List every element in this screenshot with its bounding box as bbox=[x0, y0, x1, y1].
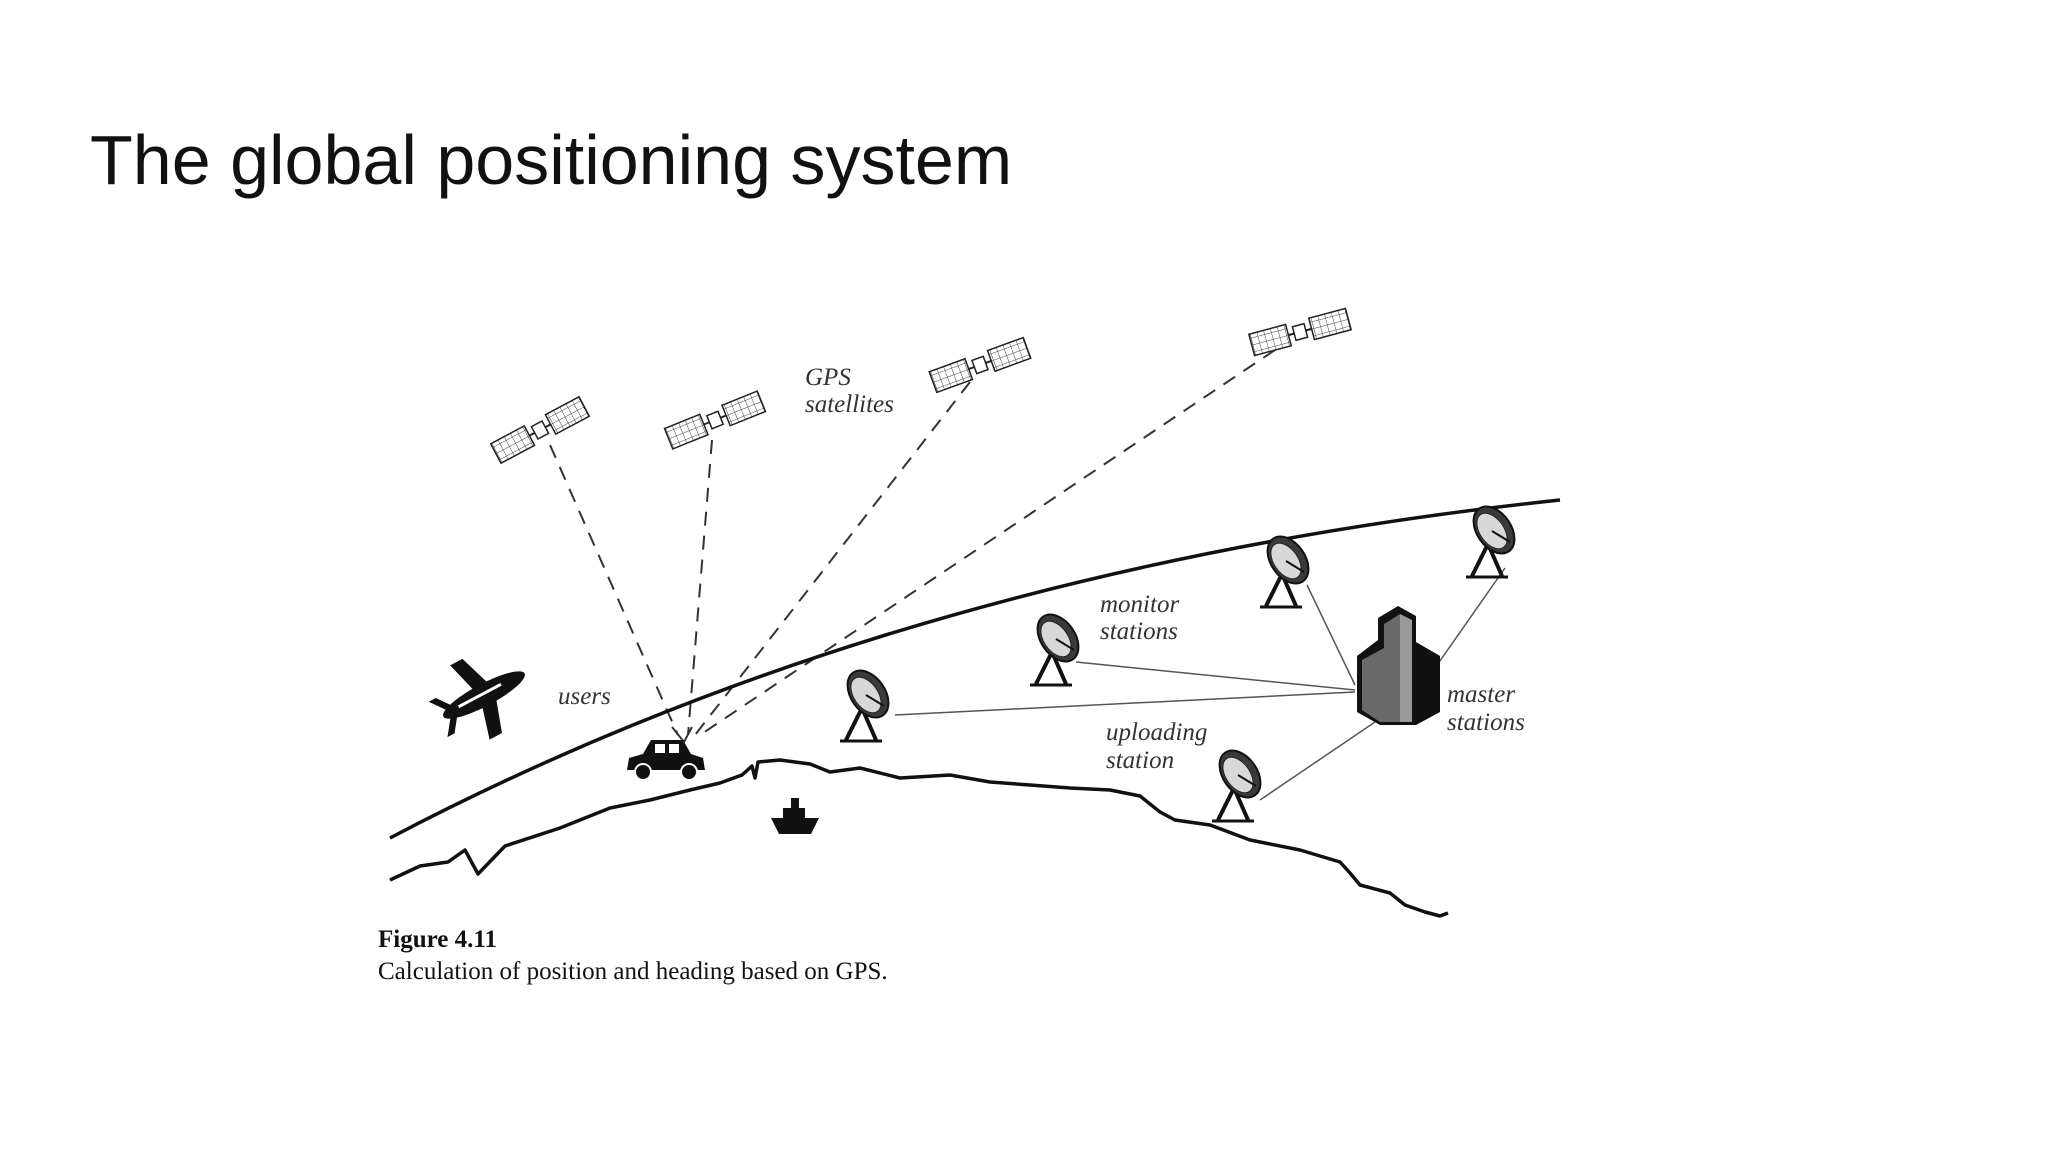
dish-antenna-icon bbox=[1027, 604, 1089, 687]
signal-lines bbox=[549, 349, 1276, 736]
satellite-icon bbox=[1247, 307, 1353, 357]
figure-caption: Calculation of position and heading base… bbox=[378, 958, 888, 985]
dish-antenna-icon bbox=[1209, 740, 1271, 823]
airplane-icon bbox=[428, 658, 525, 740]
label-gps: GPS bbox=[805, 364, 851, 391]
car-icon bbox=[627, 740, 705, 781]
satellite-icon bbox=[489, 395, 591, 465]
building-icon bbox=[1357, 606, 1440, 725]
figure-number: Figure 4.11 bbox=[378, 926, 497, 953]
label-monitor-stations: stations bbox=[1100, 618, 1178, 645]
label-satellites: satellites bbox=[805, 391, 894, 418]
label-master-stations: stations bbox=[1447, 709, 1525, 736]
page-title: The global positioning system bbox=[90, 121, 1013, 199]
coastline bbox=[389, 758, 1449, 918]
station-links bbox=[894, 567, 1506, 801]
label-users: users bbox=[558, 683, 611, 710]
label-monitor: monitor bbox=[1100, 591, 1179, 618]
earth-horizon bbox=[389, 498, 1561, 840]
label-uploading: uploading bbox=[1106, 719, 1207, 746]
satellite-icon bbox=[928, 336, 1032, 394]
label-master: master bbox=[1447, 681, 1515, 708]
dish-antenna-icon bbox=[837, 660, 899, 743]
label-station: station bbox=[1106, 747, 1174, 774]
ship-icon bbox=[771, 798, 819, 834]
satellite-icon bbox=[663, 390, 767, 450]
